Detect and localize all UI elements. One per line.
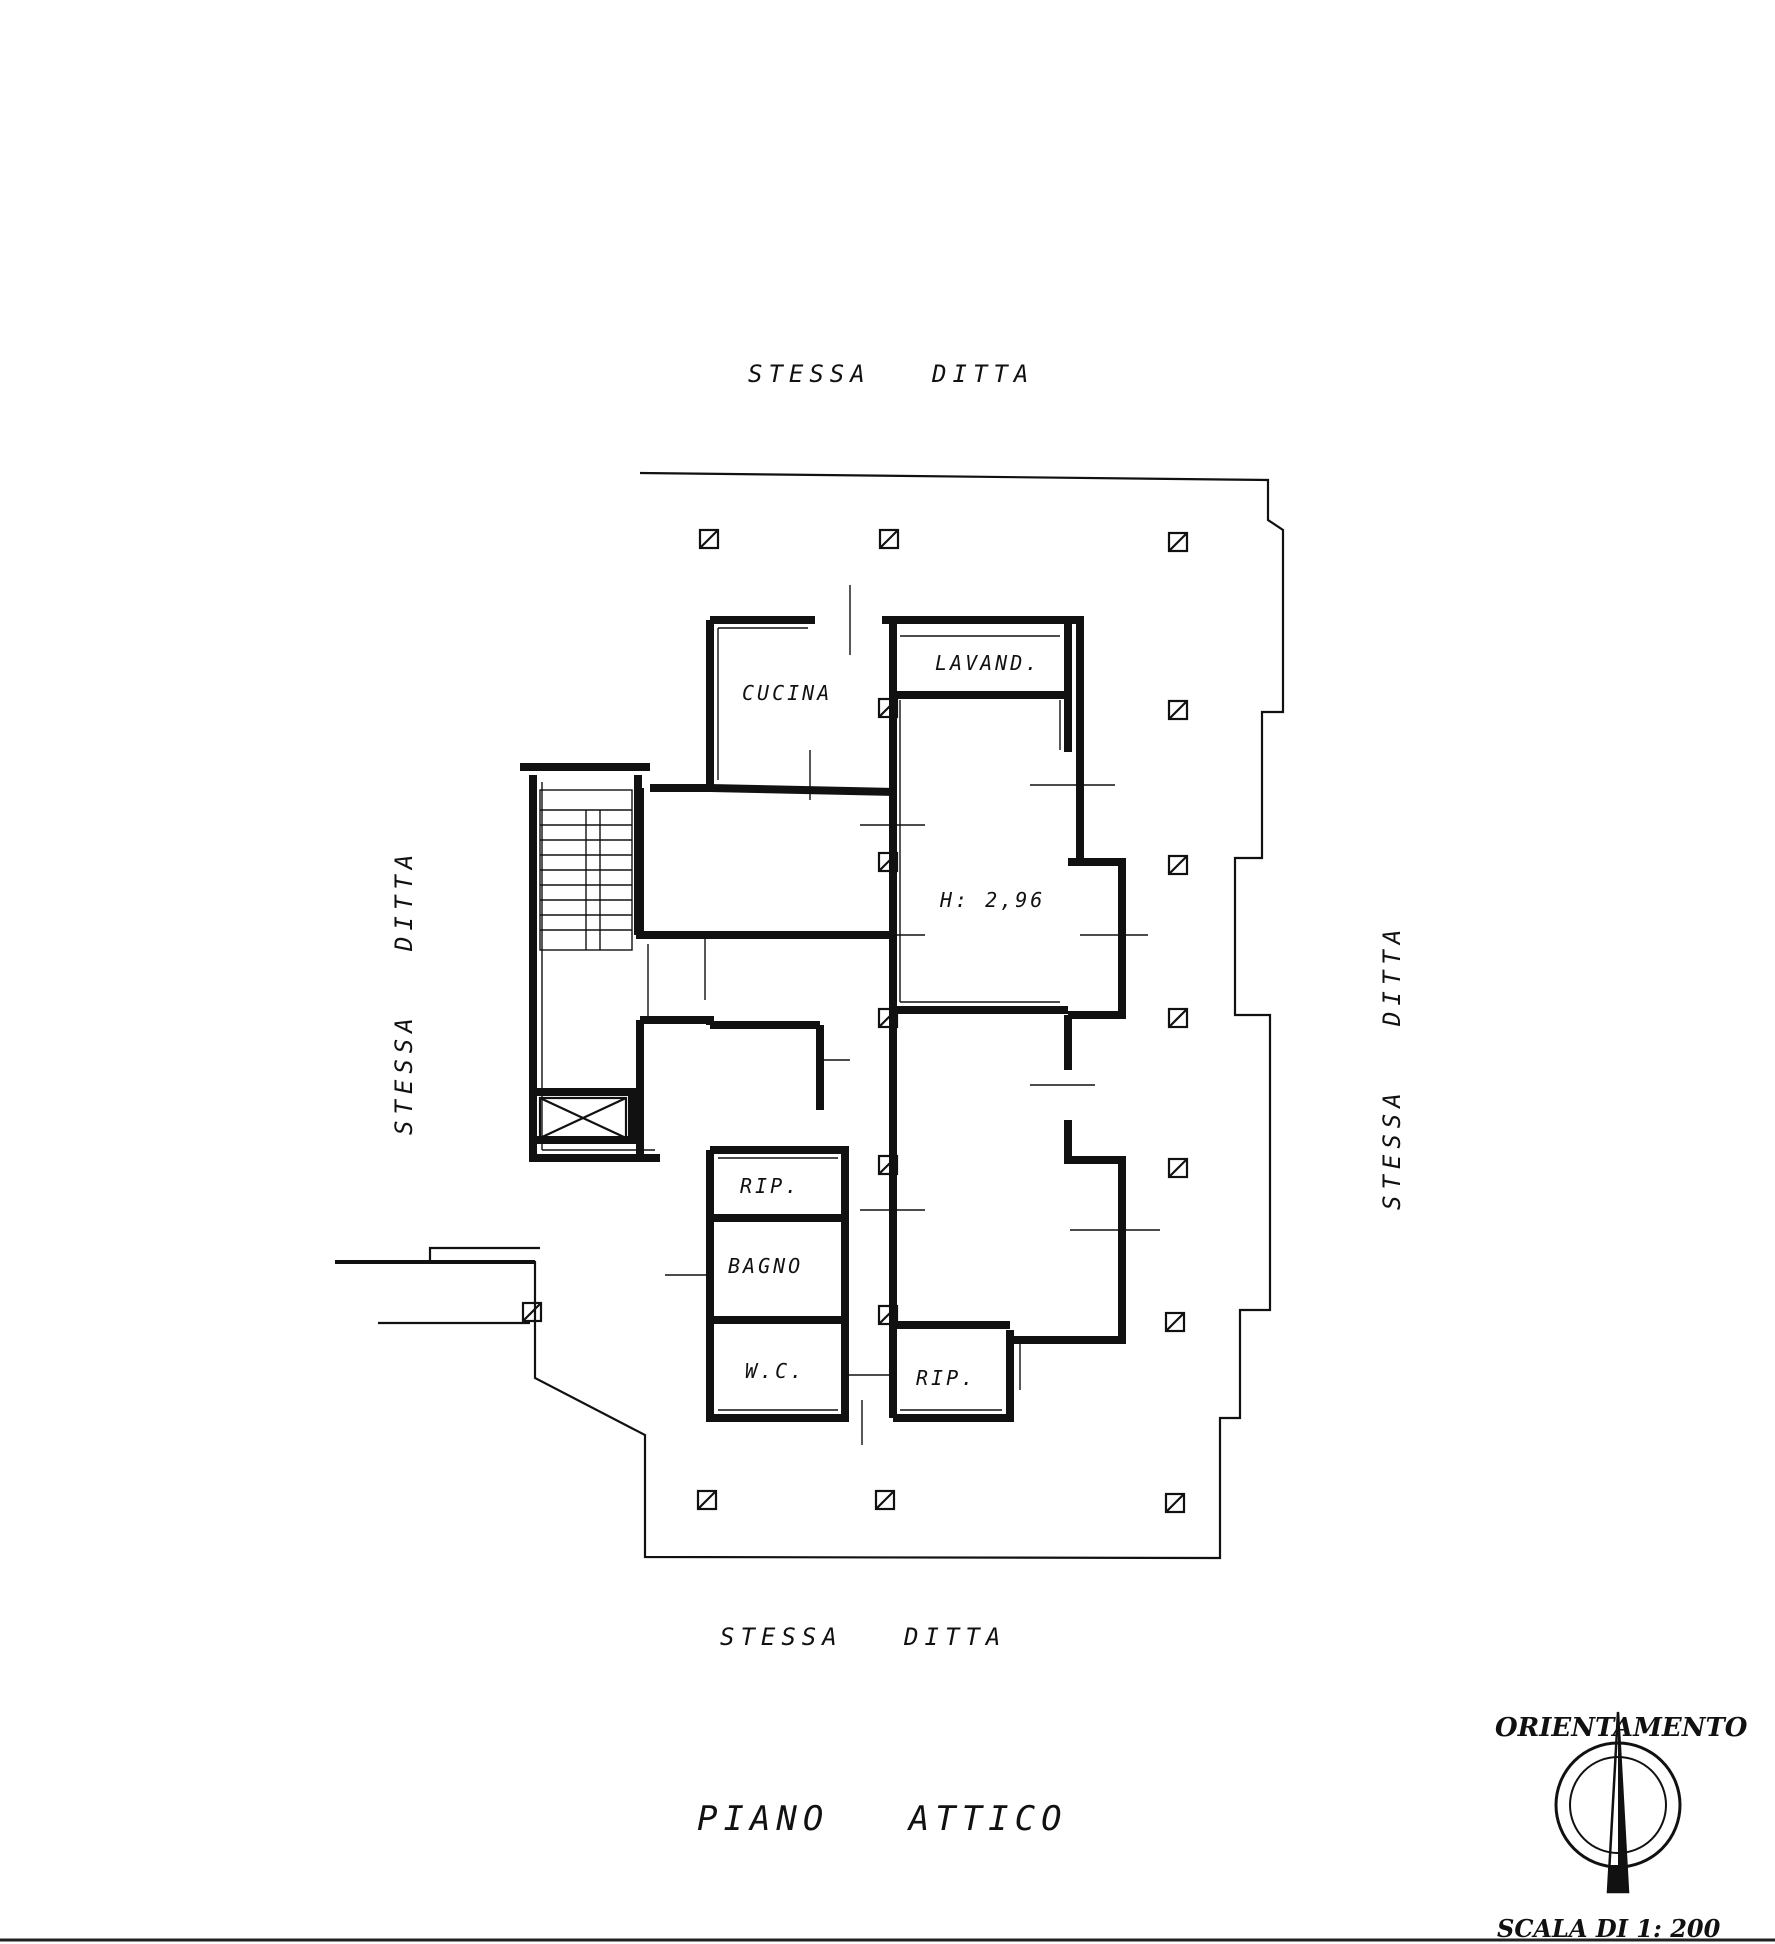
north-arrow-icon	[1554, 1711, 1682, 1894]
room-label-laundry: LAVAND.	[935, 651, 1040, 675]
room-label-bathroom: BAGNO	[728, 1254, 803, 1278]
apartment-walls	[520, 616, 1126, 1422]
room-label-kitchen: CUCINA	[742, 681, 832, 705]
orientation-title: ORIENTAMENTO	[1495, 1713, 1748, 1743]
room-label-height: H: 2,96	[939, 888, 1045, 912]
neighbor-label-right: STESSA DITTA	[1378, 924, 1406, 1210]
door-window-marks	[665, 585, 1160, 1445]
room-label-storage-1: RIP.	[740, 1174, 800, 1198]
column-markers	[521, 528, 1189, 1514]
terrace-outline	[428, 471, 1285, 1560]
room-label-wc: W.C.	[745, 1359, 805, 1383]
lift-shaft	[538, 1096, 628, 1140]
scale-label: SCALA DI 1: 200	[1497, 1914, 1721, 1943]
inner-wall-lines	[541, 627, 1061, 1411]
room-label-storage-2: RIP.	[916, 1366, 976, 1390]
neighbor-label-bottom: STESSA DITTA	[720, 1623, 1006, 1651]
staircase	[539, 789, 633, 951]
floor-name: PIANO ATTICO	[697, 1799, 1068, 1839]
neighbor-label-left: STESSA DITTA	[390, 849, 418, 1135]
neighbor-label-top: STESSA DITTA	[748, 360, 1034, 388]
